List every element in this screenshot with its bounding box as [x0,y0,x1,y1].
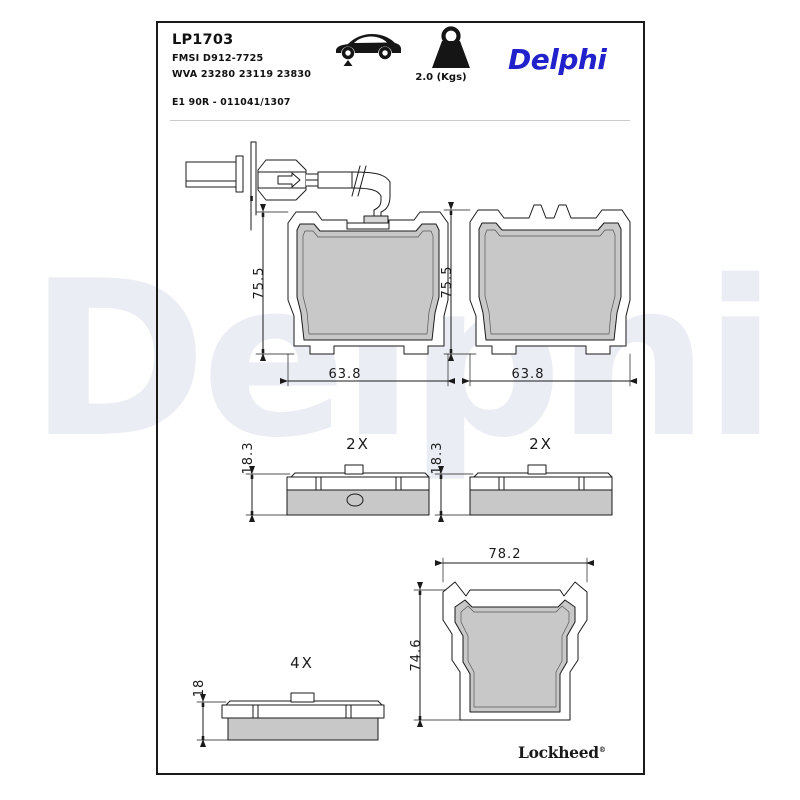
weight-kettlebell-icon [432,26,470,68]
delphi-logo: Delphi [508,43,607,76]
part-number: LP1703 [172,32,234,48]
lockheed-logo-text: Lockheed [518,743,599,762]
registered-mark: ® [598,744,606,754]
fmsi-code: FMSI D912-7725 [172,53,264,64]
car-front-axle-icon [336,34,401,66]
wva-code: WVA 23280 23119 23830 [172,69,312,80]
weight-label: 2.0 (Kgs) [415,72,467,83]
header-divider [170,120,630,121]
drawing-frame [156,21,645,775]
frame-content: LP1703 FMSI D912-7725 WVA 23280 23119 23… [156,21,645,775]
approval-code: E1 90R - 011041/1307 [172,97,291,108]
lockheed-logo: Lockheed® [518,743,606,762]
